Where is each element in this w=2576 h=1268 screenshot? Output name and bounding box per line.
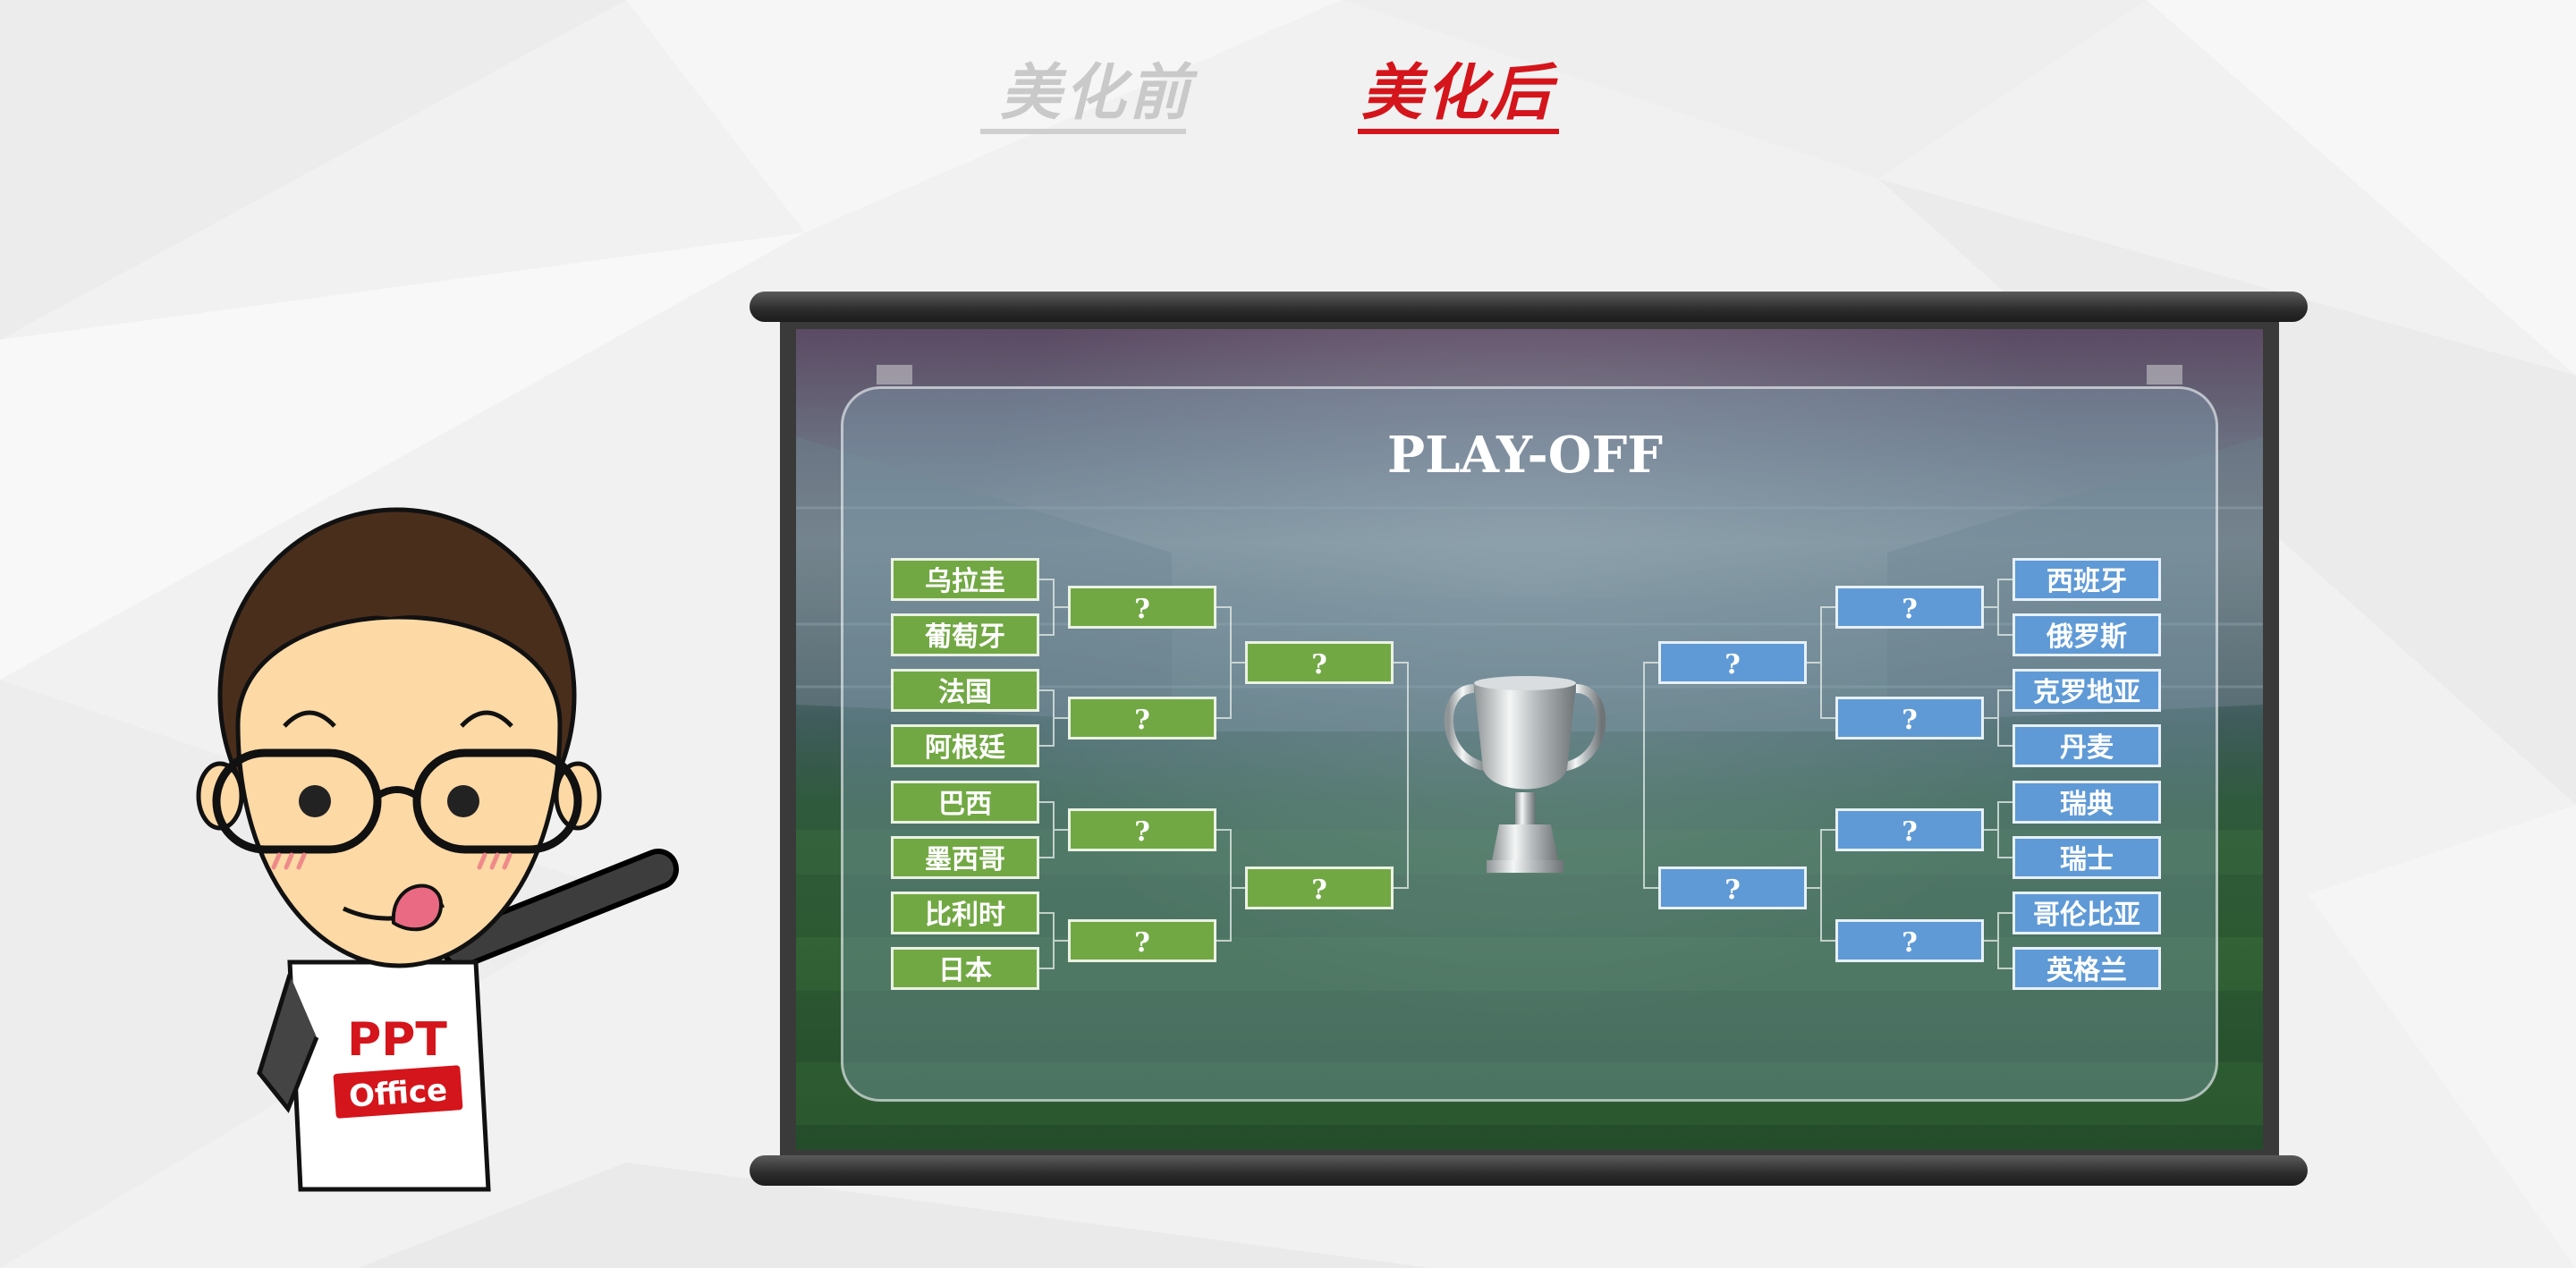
team-left-2: 葡萄牙 [891,613,1039,656]
mascot-badge-text: Office [348,1072,449,1115]
team-right-8: 英格兰 [2012,947,2161,990]
right-quarterfinal-slot-3: ? [1835,808,1984,851]
right-quarterfinal-slot-1: ? [1835,586,1984,629]
tab-before-underline [980,129,1186,134]
tab-before[interactable]: 美化前 [1000,43,1193,131]
tab-after[interactable]: 美化后 [1361,43,1555,131]
team-right-4: 丹麦 [2012,724,2161,767]
team-left-5: 巴西 [891,781,1039,824]
team-right-3: 克罗地亚 [2012,669,2161,712]
left-semifinal-slot-2: ? [1245,866,1394,909]
team-right-5: 瑞典 [2012,781,2161,824]
team-left-8: 日本 [891,947,1039,990]
left-semifinal-slot-1: ? [1245,641,1394,684]
team-right-1: 西班牙 [2012,558,2161,601]
team-right-7: 哥伦比亚 [2012,892,2161,934]
team-right-2: 俄罗斯 [2012,613,2161,656]
mascot-shirt-text: PPT [347,1013,447,1067]
left-quarterfinal-slot-4: ? [1068,919,1216,962]
left-quarterfinal-slot-3: ? [1068,808,1216,851]
left-quarterfinal-slot-1: ? [1068,586,1216,629]
team-left-1: 乌拉圭 [891,558,1039,601]
right-semifinal-slot-1: ? [1658,641,1807,684]
bracket-title: PLAY-OFF [1297,426,1753,485]
left-quarterfinal-slot-2: ? [1068,697,1216,740]
team-left-4: 阿根廷 [891,724,1039,767]
team-left-7: 比利时 [891,892,1039,934]
mascot-illustration: PPT Office [184,501,685,1198]
right-quarterfinal-slot-2: ? [1835,697,1984,740]
trophy-icon [1433,662,1617,894]
right-semifinal-slot-2: ? [1658,866,1807,909]
screen-bottom-rod [750,1155,2308,1186]
right-quarterfinal-slot-4: ? [1835,919,1984,962]
team-left-3: 法国 [891,669,1039,712]
team-right-6: 瑞士 [2012,836,2161,879]
screen-top-rod [750,292,2308,322]
tab-after-underline [1358,129,1559,134]
team-left-6: 墨西哥 [891,836,1039,879]
